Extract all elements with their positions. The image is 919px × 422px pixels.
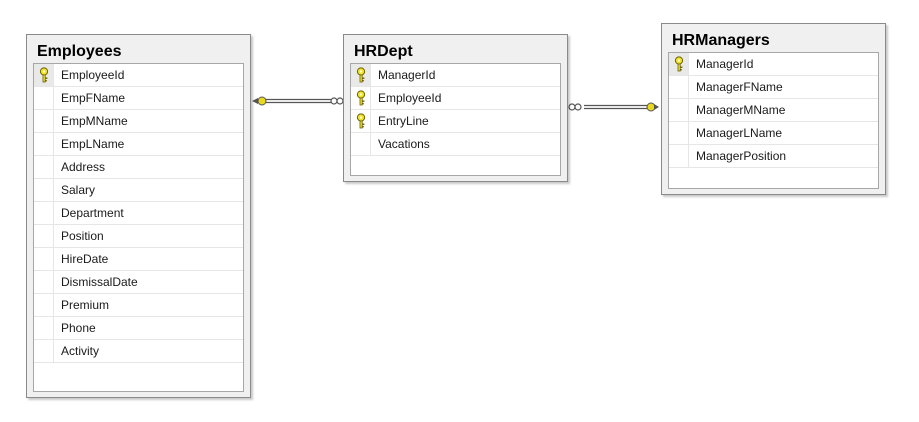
key-icon <box>673 56 685 72</box>
row-gutter <box>34 340 54 362</box>
column-name: Position <box>61 229 104 243</box>
column-name: ManagerId <box>696 57 754 71</box>
key-icon <box>38 67 50 83</box>
column-row[interactable]: ManagerFName <box>669 76 878 99</box>
column-row[interactable]: Salary <box>34 179 243 202</box>
column-name: Address <box>61 160 106 174</box>
connector-arrow <box>252 98 258 104</box>
column-name: EmpFName <box>61 91 126 105</box>
row-gutter <box>34 87 54 109</box>
column-name: Premium <box>61 298 110 312</box>
employees-column-grid: EmployeeId EmpFName EmpMName EmpLName Ad… <box>33 63 244 392</box>
row-gutter <box>34 317 54 339</box>
column-row[interactable]: EmployeeId <box>34 64 243 87</box>
row-gutter <box>34 271 54 293</box>
column-row[interactable]: Activity <box>34 340 243 363</box>
key-icon <box>355 67 367 83</box>
hrdept-table[interactable]: HRDept ManagerId EmployeeId EntryLine Va… <box>343 34 568 182</box>
row-gutter <box>351 110 371 132</box>
row-gutter <box>351 64 371 86</box>
column-name: ManagerId <box>378 68 436 82</box>
column-name: EmpLName <box>61 137 125 151</box>
hrmanagers-table-title: HRManagers <box>672 32 770 49</box>
column-name: EmpMName <box>61 114 128 128</box>
row-gutter <box>669 145 689 167</box>
column-row[interactable]: ManagerId <box>351 64 560 87</box>
column-row[interactable]: EntryLine <box>351 110 560 133</box>
connector-arrow <box>654 104 659 110</box>
column-row[interactable]: ManagerPosition <box>669 145 878 168</box>
column-row[interactable]: ManagerId <box>669 53 878 76</box>
column-row[interactable]: Department <box>34 202 243 225</box>
column-name: Activity <box>61 344 100 358</box>
row-gutter <box>351 133 371 155</box>
relationship-line <box>584 104 648 110</box>
column-name: Phone <box>61 321 96 335</box>
key-connector-icon <box>646 102 656 112</box>
infinity-icon <box>330 97 344 105</box>
column-row[interactable]: Address <box>34 156 243 179</box>
column-name: Vacations <box>378 137 430 151</box>
column-row[interactable]: EmpLName <box>34 133 243 156</box>
row-gutter <box>34 133 54 155</box>
row-gutter <box>34 179 54 201</box>
row-gutter <box>34 110 54 132</box>
row-gutter <box>34 225 54 247</box>
column-name: ManagerFName <box>696 80 783 94</box>
infinity-icon <box>568 103 582 111</box>
column-row[interactable]: Premium <box>34 294 243 317</box>
column-row[interactable]: Position <box>34 225 243 248</box>
row-gutter <box>669 122 689 144</box>
column-row[interactable]: ManagerMName <box>669 99 878 122</box>
key-icon <box>355 90 367 106</box>
row-gutter <box>669 99 689 121</box>
column-name: ManagerMName <box>696 103 786 117</box>
key-connector-icon <box>257 96 267 106</box>
column-row[interactable]: HireDate <box>34 248 243 271</box>
relationship-line <box>264 98 331 104</box>
column-name: HireDate <box>61 252 109 266</box>
hrdept-column-grid: ManagerId EmployeeId EntryLine Vacations <box>350 63 561 176</box>
row-gutter <box>669 76 689 98</box>
employees-table-title: Employees <box>37 43 122 60</box>
column-row[interactable]: DismissalDate <box>34 271 243 294</box>
column-row[interactable]: EmpFName <box>34 87 243 110</box>
column-name: EmployeeId <box>378 91 442 105</box>
column-name: DismissalDate <box>61 275 138 289</box>
row-gutter <box>34 202 54 224</box>
column-name: EmployeeId <box>61 68 125 82</box>
column-row[interactable]: ManagerLName <box>669 122 878 145</box>
column-row[interactable]: Vacations <box>351 133 560 156</box>
column-name: Department <box>61 206 124 220</box>
hrdept-table-title: HRDept <box>354 43 413 60</box>
column-name: ManagerLName <box>696 126 783 140</box>
row-gutter <box>351 87 371 109</box>
row-gutter <box>34 294 54 316</box>
column-name: EntryLine <box>378 114 429 128</box>
hrmanagers-table[interactable]: HRManagers ManagerId ManagerFName Manage… <box>661 23 886 195</box>
column-name: Salary <box>61 183 96 197</box>
column-row[interactable]: EmployeeId <box>351 87 560 110</box>
key-icon <box>355 113 367 129</box>
row-gutter <box>34 248 54 270</box>
column-row[interactable]: Phone <box>34 317 243 340</box>
row-gutter <box>34 156 54 178</box>
column-name: ManagerPosition <box>696 149 787 163</box>
employees-table[interactable]: Employees EmployeeId EmpFName EmpMName E… <box>26 34 251 398</box>
row-gutter <box>669 53 689 75</box>
row-gutter <box>34 64 54 86</box>
column-row[interactable]: EmpMName <box>34 110 243 133</box>
hrmanagers-column-grid: ManagerId ManagerFName ManagerMName Mana… <box>668 52 879 189</box>
